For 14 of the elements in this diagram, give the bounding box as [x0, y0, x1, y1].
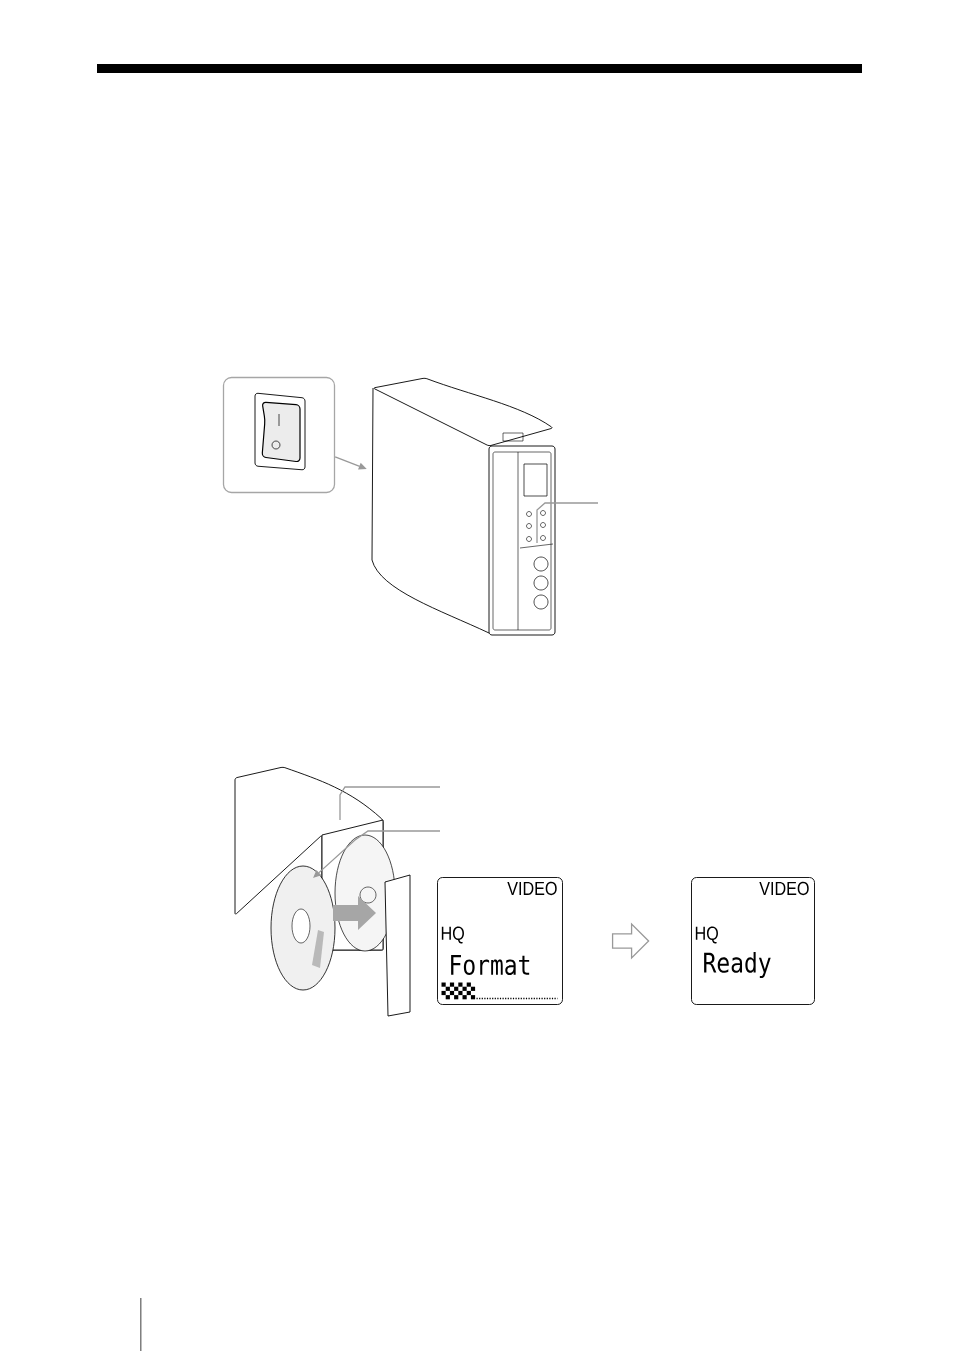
quality-label: HQ [695, 926, 718, 944]
mode-label: VIDEO [507, 881, 557, 896]
status-text: Ready [704, 951, 771, 979]
printer-drawing [371, 377, 556, 636]
status-text: Format [451, 955, 530, 976]
leader-line [339, 786, 441, 821]
quality-label: HQ [441, 926, 464, 944]
display-screen [437, 877, 563, 1005]
switch-inset [222, 376, 336, 494]
disc-loading-drawing [234, 766, 411, 1017]
leader-line [536, 502, 599, 544]
leader-line [313, 830, 441, 878]
display-screen [691, 877, 815, 1005]
mode-label: VIDEO [759, 881, 809, 896]
